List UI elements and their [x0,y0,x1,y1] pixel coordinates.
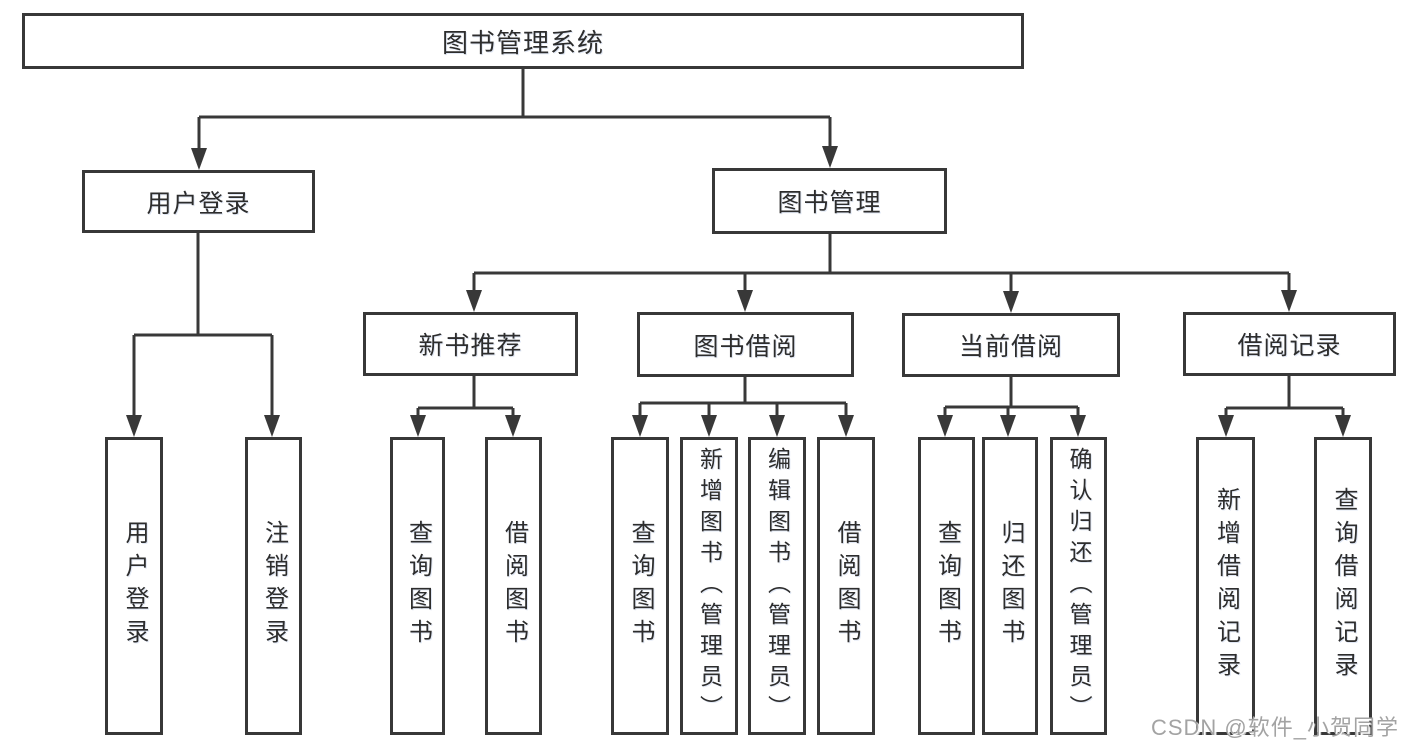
connector-book-management-to-level3 [472,234,1291,292]
connector-new-book-to-leaves [416,376,515,417]
node-new-book-recommend: 新书推荐 [363,312,578,376]
node-book-management: 图书管理 [712,168,947,234]
connector-book-borrow-to-leaves [638,377,848,417]
node-root-system: 图书管理系统 [22,13,1024,69]
leaf-query-books-recommend: 查询图书 [390,437,445,735]
leaf-user-login: 用户登录 [105,437,163,735]
node-borrow-records: 借阅记录 [1183,312,1396,376]
node-current-borrow: 当前借阅 [902,313,1120,377]
leaf-borrow-books-recommend: 借阅图书 [485,437,542,735]
connector-current-borrow-to-leaves [943,377,1080,417]
connector-borrow-records-to-leaves [1224,376,1345,417]
leaf-return-books: 归还图书 [982,437,1038,735]
leaf-edit-books-admin: 编辑图书（管理员） [748,437,806,735]
leaf-borrow-books: 借阅图书 [817,437,875,735]
leaf-query-books-current: 查询图书 [918,437,975,735]
leaf-add-borrow-record: 新增借阅记录 [1196,437,1255,735]
leaf-logout: 注销登录 [245,437,302,735]
connector-root-to-level2 [197,69,832,148]
leaf-query-books-borrow: 查询图书 [611,437,669,735]
connector-user-login-to-leaves [132,233,274,417]
node-user-login: 用户登录 [82,170,315,233]
csdn-watermark: CSDN @软件_小贺同学 [1150,715,1399,740]
leaf-confirm-return-admin: 确认归还（管理员） [1050,437,1107,735]
node-book-borrow: 图书借阅 [637,312,854,377]
leaf-add-books-admin: 新增图书（管理员） [680,437,738,735]
leaf-query-borrow-record: 查询借阅记录 [1314,437,1372,735]
